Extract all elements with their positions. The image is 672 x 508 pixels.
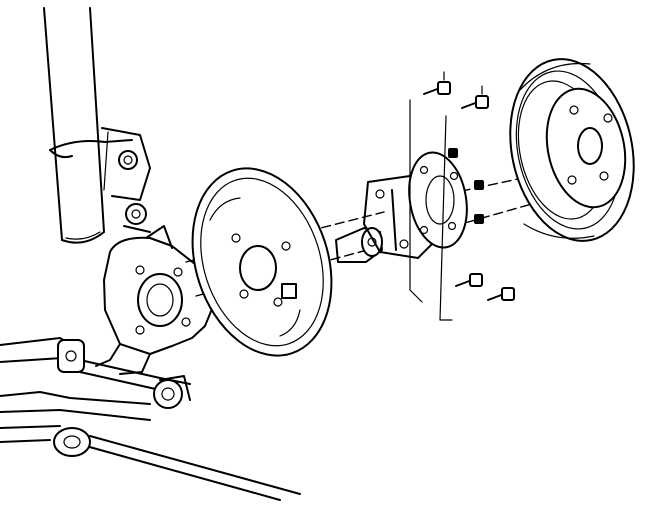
strut-tube-icon — [43, 7, 105, 244]
control-arm-icon — [0, 337, 301, 501]
brake-drum-icon — [509, 58, 635, 242]
bolt-icon — [409, 71, 515, 321]
nut-icon — [448, 148, 484, 224]
backing-plate-icon — [191, 167, 333, 357]
clamp-icon — [49, 127, 151, 233]
spindle-icon — [335, 227, 383, 263]
